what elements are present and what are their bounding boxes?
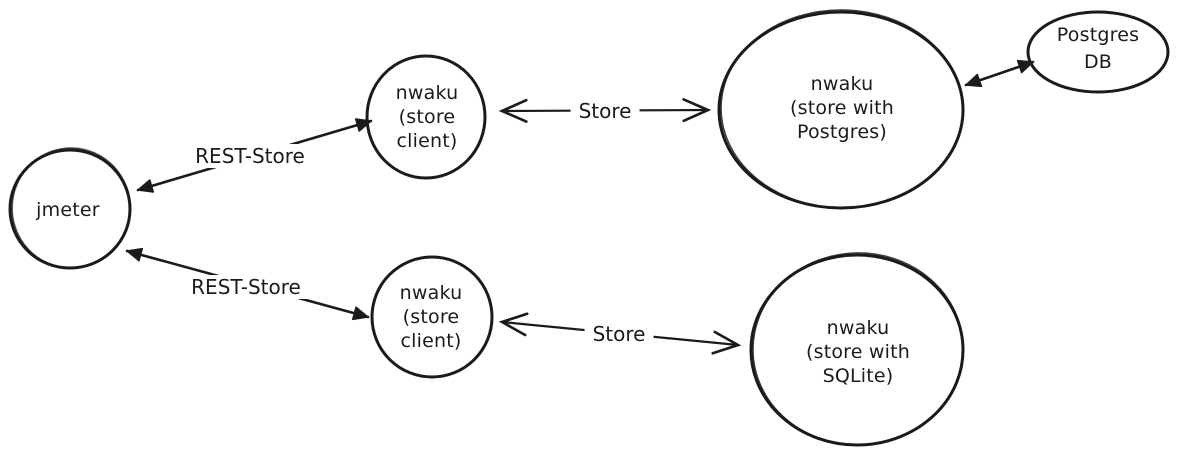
edge-label-store-bottom[interactable]: Store — [584, 322, 654, 346]
store-client-bottom-node[interactable] — [370, 255, 494, 379]
edge-postgres-db-link[interactable] — [964, 59, 1035, 88]
edge-label-store-top[interactable]: Store — [570, 99, 640, 123]
edge-label-rest-store-bottom[interactable]: REST-Store — [183, 275, 309, 299]
postgres-db-node[interactable] — [1026, 10, 1170, 94]
store-client-bottom-node-label[interactable]: nwaku (store client) — [399, 282, 463, 352]
postgres-db-node-label[interactable]: Postgres DB — [1056, 24, 1140, 73]
jmeter-node-label[interactable]: jmeter — [36, 199, 100, 221]
store-postgres-node-label[interactable]: nwaku (store with Postgres) — [789, 73, 895, 143]
store-client-top-node-label[interactable]: nwaku (store client) — [395, 82, 459, 152]
edge-label-rest-store-top[interactable]: REST-Store — [187, 144, 313, 168]
store-client-top-node[interactable] — [365, 54, 487, 180]
store-sqlite-node-label[interactable]: nwaku (store with SQLite) — [805, 317, 911, 387]
